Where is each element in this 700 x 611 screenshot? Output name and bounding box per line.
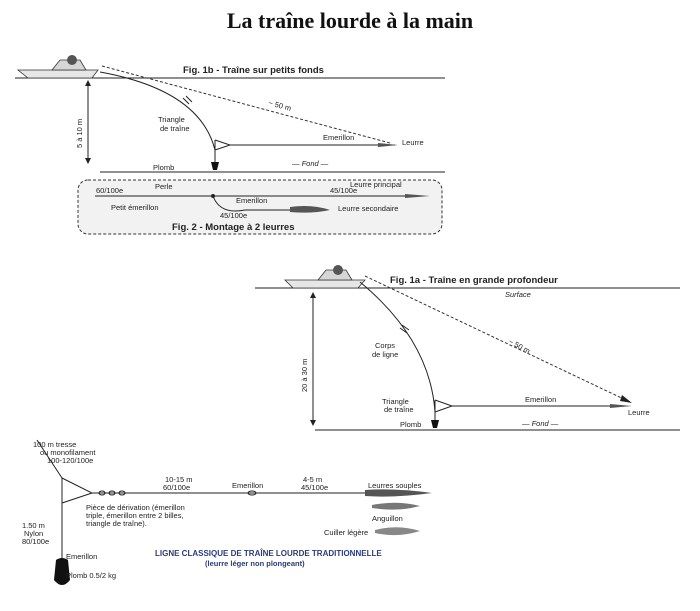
main-line <box>359 281 436 413</box>
fig2-panel <box>77 179 443 235</box>
derivation-label-2: triple, émerillon entre 2 billes, <box>86 511 184 520</box>
swivel-label: Emerillon <box>236 196 267 205</box>
swivel-label: Emerillon <box>525 395 556 404</box>
main-lure-icon <box>405 194 430 198</box>
soft-lure-icon <box>365 489 432 497</box>
pearl-label: Perle <box>155 182 173 191</box>
secondary-lure-label: Leurre secondaire <box>338 204 398 213</box>
distance-label: ~ 50 m <box>267 98 292 113</box>
weight-icon <box>54 558 70 585</box>
line-main-right: 45/100e <box>330 186 357 195</box>
fig1a: Fig. 1a - Traîne en grande profondeur Su… <box>255 265 680 431</box>
lure-label: Leurre <box>402 138 424 147</box>
nylon-label-2: Nylon <box>24 529 43 538</box>
derivation-label-3: triangle de traîne). <box>86 519 147 528</box>
braid-label-1: 100 m tresse <box>33 440 76 449</box>
classic-subcaption: (leurre léger non plongeant) <box>205 559 305 568</box>
swivel-icon <box>247 490 257 496</box>
fig1b: 5 à 10 m ~ 50 m Triangle de traîne Plomb… <box>15 55 445 173</box>
spoon-lure-icon <box>375 527 420 536</box>
classic-rig: 100 m tresse ou monofilament 100-120/100… <box>22 439 432 585</box>
bottom-label: — Fond — <box>521 419 559 428</box>
small-swivel-label: Petit émerillon <box>111 203 159 212</box>
weight-label: Plomb 0.5/2 kg <box>66 571 116 580</box>
boat-icon <box>284 265 366 289</box>
nylon-label-1: 1.50 m <box>22 521 45 530</box>
weight-label: Plomb <box>400 420 421 429</box>
seg2-label-2: 45/100e <box>301 483 328 492</box>
line-main-left: 60/100e <box>96 186 123 195</box>
lure-label: Leurre <box>628 408 650 417</box>
fig2: Perle 60/100e 45/100e Leurre principal E… <box>77 179 443 235</box>
triangle-label-1: Triangle <box>158 115 185 124</box>
swivel-mid-label: Emerillon <box>232 481 263 490</box>
line-body-label-1: Corps <box>375 341 395 350</box>
fig2-title: Fig. 2 - Montage à 2 leurres <box>172 222 294 233</box>
surface-label: Surface <box>505 290 531 299</box>
fig1b-title: Fig. 1b - Traîne sur petits fonds <box>183 65 324 76</box>
eel-label: Anguillon <box>372 514 403 523</box>
line-secondary: 45/100e <box>220 211 247 220</box>
seg1-label-1: 10-15 m <box>165 475 193 484</box>
derivation-label-1: Pièce de dérivation (émerillon <box>86 503 185 512</box>
triangle-label-2: de traîne <box>160 124 190 133</box>
eel-lure-icon <box>372 502 420 510</box>
bottom-label: — Fond — <box>291 159 329 168</box>
line-body-label-2: de ligne <box>372 350 398 359</box>
lure-icon <box>610 404 632 408</box>
distance-line <box>364 275 631 403</box>
distance-label: ~ 50 m <box>507 337 532 356</box>
triangle-rig <box>434 399 454 420</box>
weight-icon <box>211 162 219 170</box>
weight-icon <box>431 420 439 428</box>
swivel-low-label: Emerillon <box>66 552 97 561</box>
page-title: La traîne lourde à la main <box>226 8 474 33</box>
classic-caption: LIGNE CLASSIQUE DE TRAÎNE LOURDE TRADITI… <box>155 549 382 558</box>
braid-label-3: 100-120/100e <box>47 456 93 465</box>
triangle-rig <box>214 139 232 162</box>
braid-line <box>36 439 63 479</box>
soft-lures-label: Leurres souples <box>368 481 422 490</box>
seg1-label-2: 60/100e <box>163 483 190 492</box>
spoon-label: Cuiller légère <box>324 528 368 537</box>
boat-icon <box>16 55 99 79</box>
secondary-line <box>212 195 320 212</box>
triangle-rig <box>61 477 94 504</box>
depth-label: 20 à 30 m <box>300 359 309 392</box>
triangle-label-1: Triangle <box>382 397 409 406</box>
secondary-lure-icon <box>290 206 330 213</box>
main-line <box>99 71 216 151</box>
braid-label-2: ou monofilament <box>40 448 96 457</box>
seg2-label-1: 4-5 m <box>303 475 322 484</box>
depth-label: 5 à 10 m <box>75 119 84 148</box>
triangle-label-2: de traîne <box>384 405 414 414</box>
weight-label: Plomb <box>153 163 174 172</box>
nylon-label-3: 80/100e <box>22 537 49 546</box>
lure-icon <box>378 143 398 147</box>
swivel-label: Emerillon <box>323 133 354 142</box>
main-lure-label: Leurre principal <box>350 180 402 189</box>
fig1a-title: Fig. 1a - Traîne en grande profondeur <box>390 275 558 286</box>
